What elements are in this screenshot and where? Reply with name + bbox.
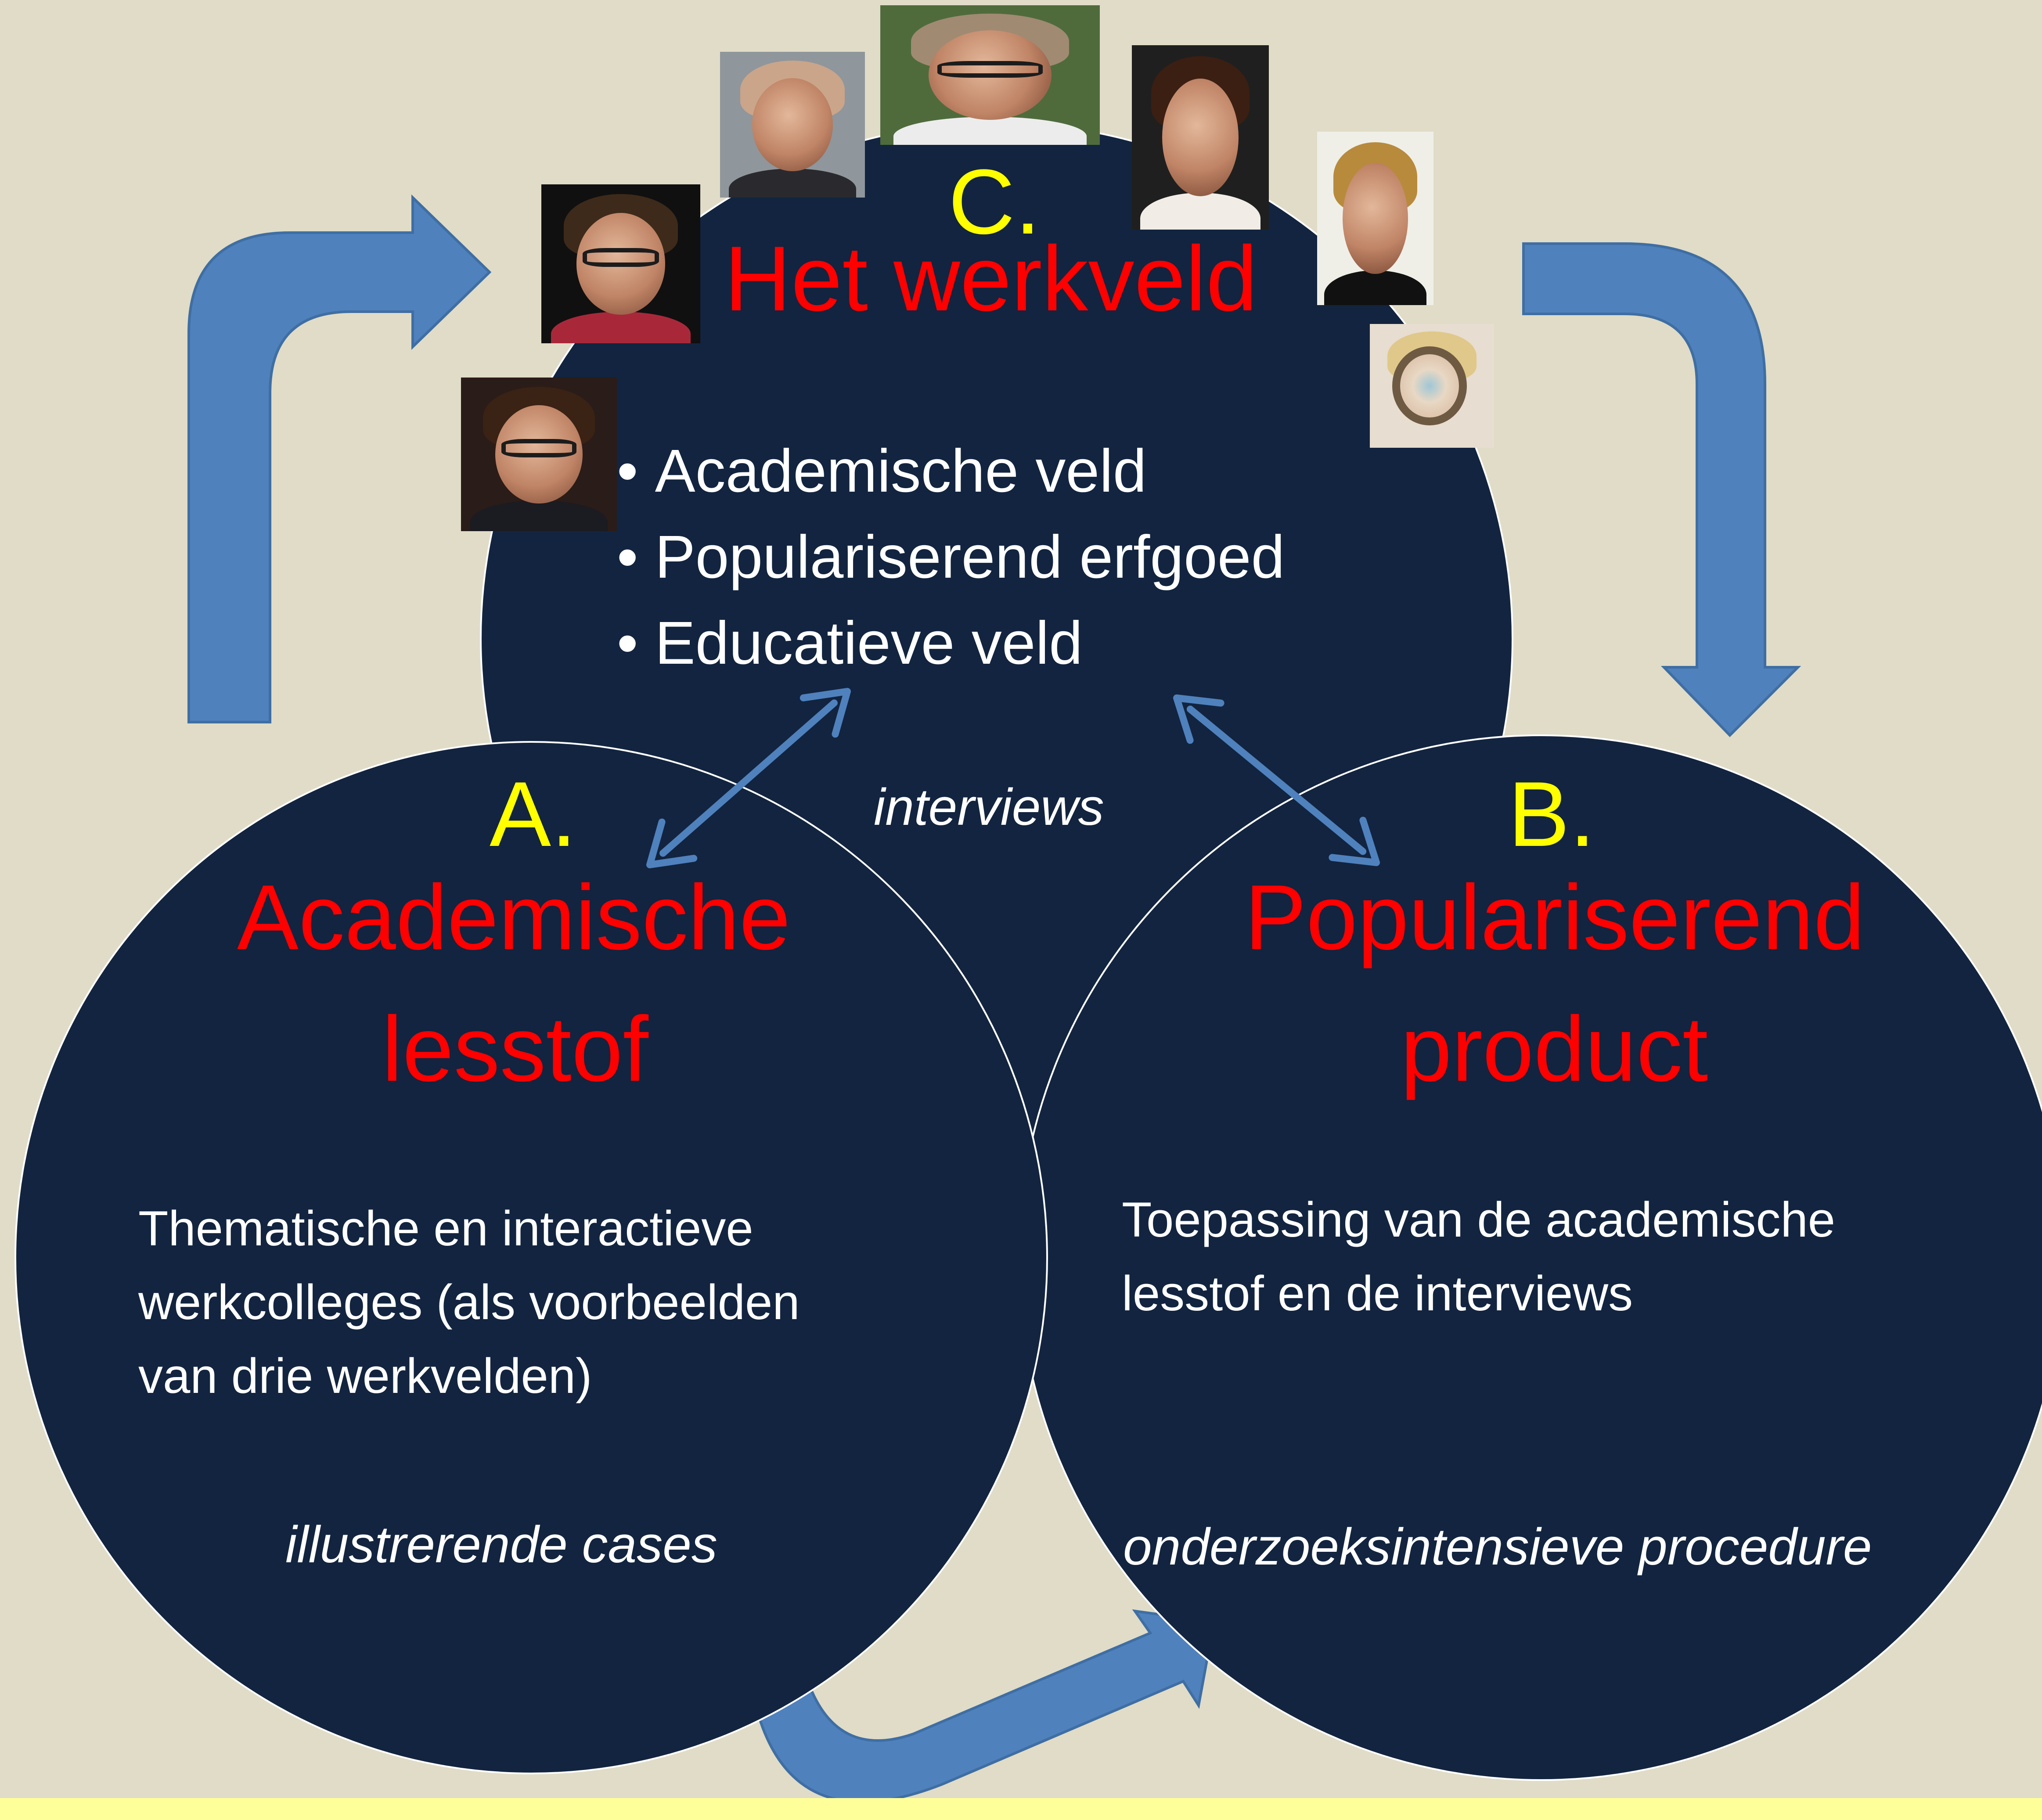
circle-c-title: Het werkveld xyxy=(724,227,1257,330)
circle-a-body-line: Thematische en interactieve xyxy=(138,1201,753,1256)
connector-werkveld-lesstof xyxy=(646,688,851,868)
magnifying-glass-icon xyxy=(1392,346,1467,426)
photo-woman-dark-curly-hair-glasses xyxy=(461,378,617,531)
connector-label-interviews: interviews xyxy=(874,778,1104,836)
photo-clothing xyxy=(1140,193,1261,230)
flow-arrow-to-product xyxy=(1522,242,1801,737)
photo-clothing xyxy=(1324,270,1427,305)
circle-b-body-line: Toepassing van de academische xyxy=(1122,1192,1836,1247)
circle-b-title-line1: Populariserend xyxy=(1245,866,1865,969)
flow-arrows xyxy=(187,194,1801,1803)
photo-woman-curly-hair-smiling xyxy=(1132,45,1269,230)
bottom-highlight-band xyxy=(0,1798,2042,1820)
circle-a-title-line1: Academische xyxy=(237,866,791,969)
flow-arrow-to-werkveld xyxy=(187,194,492,723)
connector-werkveld-product xyxy=(1173,694,1380,866)
circle-b-title-line2: product xyxy=(1401,997,1708,1101)
photo-clothing xyxy=(893,117,1087,145)
connector-werkveld-lesstof-shaft xyxy=(659,699,838,857)
bullet-academische-veld: Academische veld xyxy=(617,428,1285,514)
glasses-icon xyxy=(937,61,1043,78)
circle-a-body-line: werkcolleges (als voorbeelden xyxy=(138,1275,800,1330)
photo-man-blond-black-shirt xyxy=(1317,132,1433,305)
circle-b-letter: B. xyxy=(1508,763,1595,866)
circle-c-letter: C. xyxy=(948,150,1041,253)
glasses-icon xyxy=(583,248,659,267)
circle-b-note: onderzoeksintensieve procedure xyxy=(1123,1518,1872,1576)
circle-b-body: Toepassing van de academische lesstof en… xyxy=(1122,1183,1835,1331)
flow-arrow-lesstof-to-product xyxy=(753,1609,1216,1803)
bullet-educatieve-veld: Educatieve veld xyxy=(617,600,1285,686)
circle-a-academische-lesstof xyxy=(14,741,1048,1774)
photo-clothing xyxy=(470,500,608,531)
photo-woman-magnifying-glass xyxy=(1370,324,1494,448)
connector-werkveld-lesstof-head-start xyxy=(800,688,851,738)
bullet-populariserend-erfgoed: Populariserend erfgoed xyxy=(617,514,1285,600)
connector-werkveld-product-shaft xyxy=(1186,705,1367,855)
photo-man-glasses-red-scarf xyxy=(541,184,700,343)
circle-b-body-line: lesstof en de interviews xyxy=(1122,1266,1633,1321)
photo-man-glasses-outdoors xyxy=(880,5,1100,145)
connectors xyxy=(646,688,1380,868)
photo-face xyxy=(1343,163,1408,274)
circle-a-letter: A. xyxy=(490,763,577,866)
circle-a-note: illustrerende cases xyxy=(285,1516,717,1574)
photo-clothing xyxy=(728,168,857,198)
connector-werkveld-product-head-end xyxy=(1329,816,1380,866)
circles xyxy=(14,122,2042,1781)
photo-face xyxy=(1162,78,1239,197)
photo-man-bald-street xyxy=(720,52,865,198)
circle-a-body: Thematische en interactieve werkcolleges… xyxy=(138,1192,800,1413)
circle-c-bullets: Academische veld Populariserend erfgoed … xyxy=(617,428,1285,686)
circle-a-body-line: van drie werkvelden) xyxy=(138,1349,592,1403)
photo-face xyxy=(752,78,833,172)
glasses-icon xyxy=(501,439,576,457)
photo-clothing xyxy=(551,311,691,343)
connector-werkveld-lesstof-head-end xyxy=(646,818,698,868)
connector-werkveld-product-head-start xyxy=(1173,694,1224,744)
circle-a-title-line2: lesstof xyxy=(382,997,648,1101)
